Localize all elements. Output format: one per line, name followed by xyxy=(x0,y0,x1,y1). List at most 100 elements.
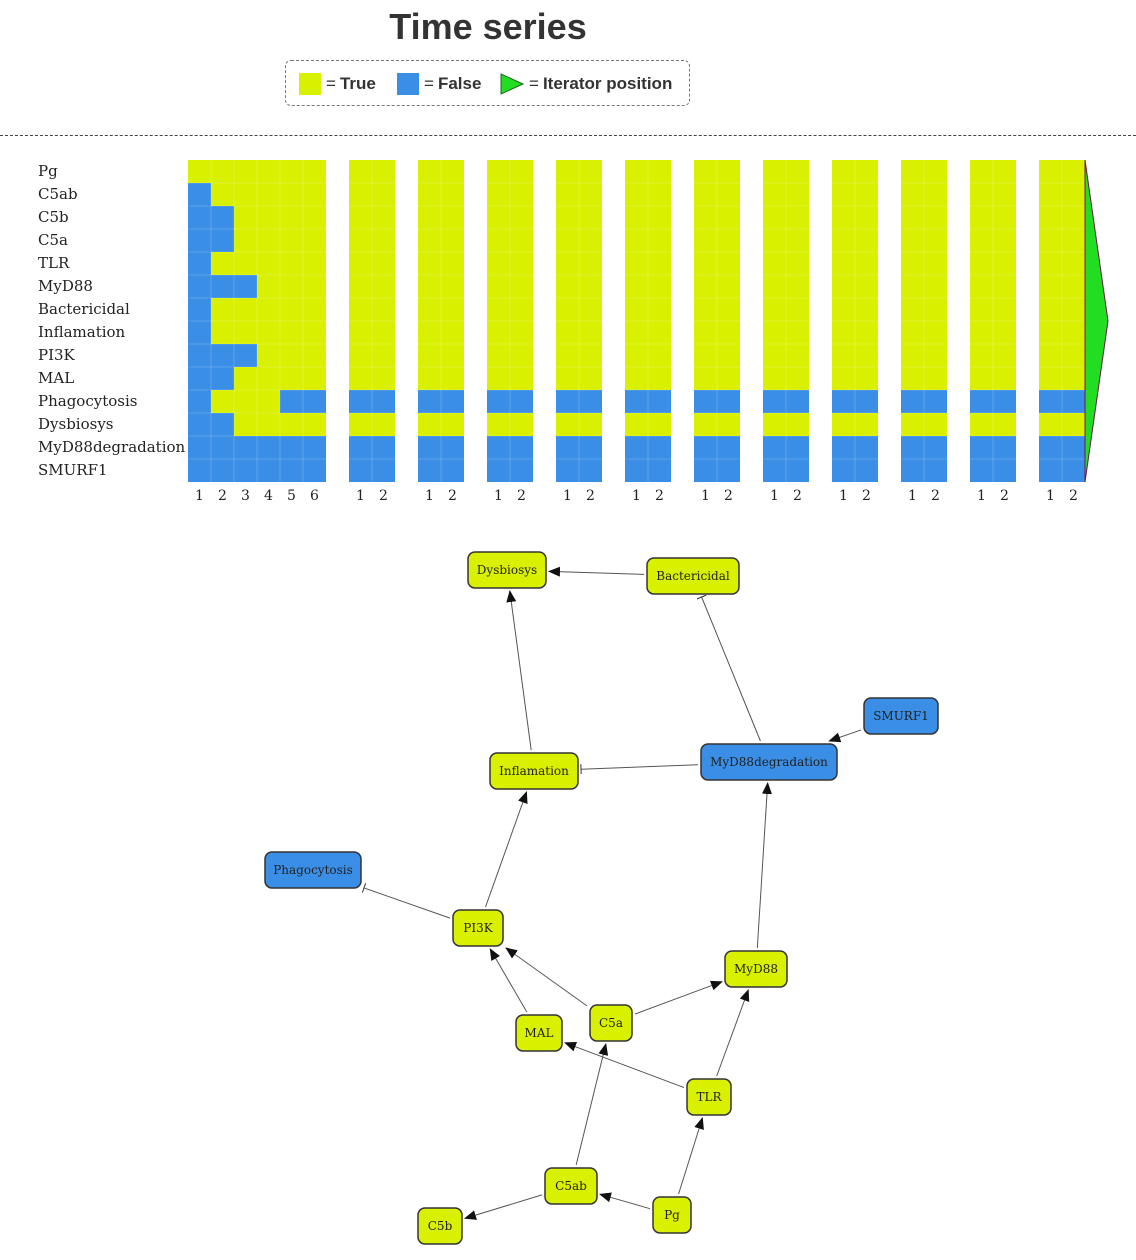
node-label: C5ab xyxy=(555,1179,587,1193)
node-label: SMURF1 xyxy=(873,709,929,723)
node-box[interactable] xyxy=(863,697,939,735)
node-myd88[interactable]: MyD88 xyxy=(724,950,788,988)
state-cell xyxy=(418,229,441,252)
state-cell xyxy=(188,206,211,229)
state-cell xyxy=(901,390,924,413)
node-box[interactable] xyxy=(700,743,838,781)
state-cell xyxy=(556,459,579,482)
state-cell xyxy=(1062,252,1085,275)
state-cell xyxy=(924,344,947,367)
state-cell xyxy=(303,459,326,482)
step-label: 2 xyxy=(931,488,940,504)
state-cell xyxy=(832,275,855,298)
node-inflamation[interactable]: Inflamation xyxy=(489,752,579,790)
node-box[interactable] xyxy=(264,851,362,889)
node-box[interactable] xyxy=(452,909,504,947)
node-tlr[interactable]: TLR xyxy=(686,1078,732,1116)
node-pi3k[interactable]: PI3K xyxy=(452,909,504,947)
node-dysbiosys[interactable]: Dysbiosys xyxy=(467,551,547,589)
activation-edge xyxy=(505,947,588,1007)
state-cell xyxy=(1039,183,1062,206)
state-cell xyxy=(257,367,280,390)
node-box[interactable] xyxy=(724,950,788,988)
state-cell xyxy=(510,344,533,367)
state-cell xyxy=(924,252,947,275)
state-cell xyxy=(280,252,303,275)
state-cell xyxy=(970,183,993,206)
activation-edge xyxy=(634,980,723,1015)
node-smurf1[interactable]: SMURF1 xyxy=(863,697,939,735)
state-cell xyxy=(832,206,855,229)
step-label: 2 xyxy=(1000,488,1009,504)
state-cell xyxy=(441,298,464,321)
node-mal[interactable]: MAL xyxy=(515,1014,563,1052)
inhibition-edge xyxy=(361,883,451,919)
state-cell xyxy=(234,183,257,206)
state-cell xyxy=(1039,229,1062,252)
step-label: 6 xyxy=(310,488,319,504)
node-box[interactable] xyxy=(686,1078,732,1116)
node-label: C5a xyxy=(599,1016,623,1030)
state-cell xyxy=(1039,390,1062,413)
state-cell xyxy=(625,252,648,275)
state-cell xyxy=(832,183,855,206)
state-cell xyxy=(648,367,671,390)
node-pg[interactable]: Pg xyxy=(652,1196,692,1234)
state-cell xyxy=(786,413,809,436)
step-label: 5 xyxy=(287,488,296,504)
activation-edge xyxy=(506,590,532,751)
node-c5a[interactable]: C5a xyxy=(589,1004,633,1042)
activation-edge xyxy=(756,782,772,949)
node-box[interactable] xyxy=(544,1167,598,1205)
state-cell xyxy=(303,390,326,413)
iterator-position-marker[interactable] xyxy=(1084,159,1109,483)
node-label: Inflamation xyxy=(499,764,569,778)
legend-iterator-label: Iterator position xyxy=(542,74,673,93)
state-cell xyxy=(280,160,303,183)
node-box[interactable] xyxy=(589,1004,633,1042)
true-swatch xyxy=(299,73,321,95)
state-cell xyxy=(487,298,510,321)
state-cell xyxy=(510,459,533,482)
state-cell xyxy=(579,252,602,275)
state-cell xyxy=(211,229,234,252)
node-phagocytosis[interactable]: Phagocytosis xyxy=(264,851,362,889)
state-cell xyxy=(487,160,510,183)
node-box[interactable] xyxy=(489,752,579,790)
state-cell xyxy=(901,436,924,459)
state-cell xyxy=(1039,252,1062,275)
state-cell xyxy=(303,298,326,321)
state-cell xyxy=(786,275,809,298)
state-cell xyxy=(234,206,257,229)
state-cell xyxy=(648,298,671,321)
node-c5ab[interactable]: C5ab xyxy=(544,1167,598,1205)
step-label: 1 xyxy=(701,488,710,504)
node-box[interactable] xyxy=(515,1014,563,1052)
state-cell xyxy=(625,321,648,344)
node-box[interactable] xyxy=(467,551,547,589)
state-cell xyxy=(280,436,303,459)
node-box[interactable] xyxy=(417,1207,463,1245)
state-cell xyxy=(1062,390,1085,413)
node-box[interactable] xyxy=(646,557,740,595)
state-cell xyxy=(418,206,441,229)
state-cell xyxy=(372,390,395,413)
node-myd88degradation[interactable]: MyD88degradation xyxy=(700,743,838,781)
state-cell xyxy=(211,436,234,459)
state-cell xyxy=(694,413,717,436)
state-cell xyxy=(234,436,257,459)
step-label: 2 xyxy=(724,488,733,504)
node-box[interactable] xyxy=(652,1196,692,1234)
state-cell xyxy=(625,298,648,321)
node-c5b[interactable]: C5b xyxy=(417,1207,463,1245)
state-cell xyxy=(1062,413,1085,436)
state-cell xyxy=(372,344,395,367)
node-bactericidal[interactable]: Bactericidal xyxy=(646,557,740,595)
step-label: 3 xyxy=(241,488,250,504)
state-cell xyxy=(556,229,579,252)
state-cell xyxy=(487,206,510,229)
activation-edge xyxy=(678,1117,704,1195)
state-cell xyxy=(418,367,441,390)
